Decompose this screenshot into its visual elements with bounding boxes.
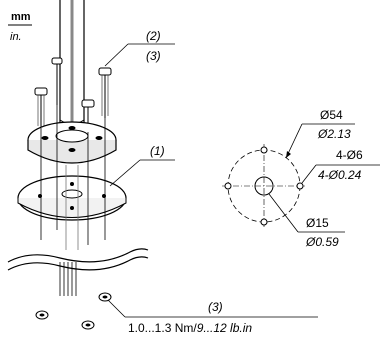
gasket-plate [17, 175, 127, 221]
callout-1-label: (1) [150, 144, 165, 158]
callout-screws: (2) (3) [104, 29, 175, 67]
units-legend: mm in. [8, 11, 32, 43]
screw-right [98, 67, 112, 118]
nut-right [98, 292, 112, 302]
callout-torque: (3) 1.0...1.3 Nm/9...12 lb.in [107, 299, 318, 335]
dim-holes-in: 4-Ø0.24 [318, 168, 362, 182]
dim-holes-mm: 4-Ø6 [336, 148, 363, 162]
callout-3-top-label: (3) [146, 49, 161, 63]
mast-tube [59, 0, 85, 135]
dim-bolt-circle-in: Ø2.13 [317, 127, 351, 141]
dim-bolt-circle: Ø54 Ø2.13 [285, 108, 355, 159]
dim-center-in: Ø0.59 [305, 235, 339, 249]
roof-plate-section [7, 248, 149, 296]
screw-left [34, 87, 48, 128]
torque-imperial: 9...12 lb.in [197, 321, 253, 335]
dim-bolt-circle-mm: Ø54 [320, 108, 343, 122]
hole-pattern [222, 144, 306, 228]
nut-bottom [81, 320, 95, 330]
callout-2-label: (2) [146, 29, 161, 43]
unit-mm-label: mm [11, 11, 31, 23]
dim-holes: 4-Ø6 4-Ø0.24 [301, 148, 380, 184]
callout-3-bottom-label: (3) [208, 300, 223, 314]
torque-value: 1.0...1.3 Nm/9...12 lb.in [128, 321, 252, 335]
callout-gasket: (1) [109, 144, 175, 187]
dim-center-hole: Ø15 Ø0.59 [268, 193, 345, 249]
unit-inch-label: in. [10, 31, 22, 43]
torque-metric: 1.0...1.3 Nm/ [128, 321, 197, 335]
nut-left [35, 310, 49, 320]
flange-base [27, 121, 117, 164]
screw-back-left [51, 57, 63, 105]
dim-center-mm: Ø15 [306, 216, 329, 230]
bolt-lines [40, 105, 106, 250]
